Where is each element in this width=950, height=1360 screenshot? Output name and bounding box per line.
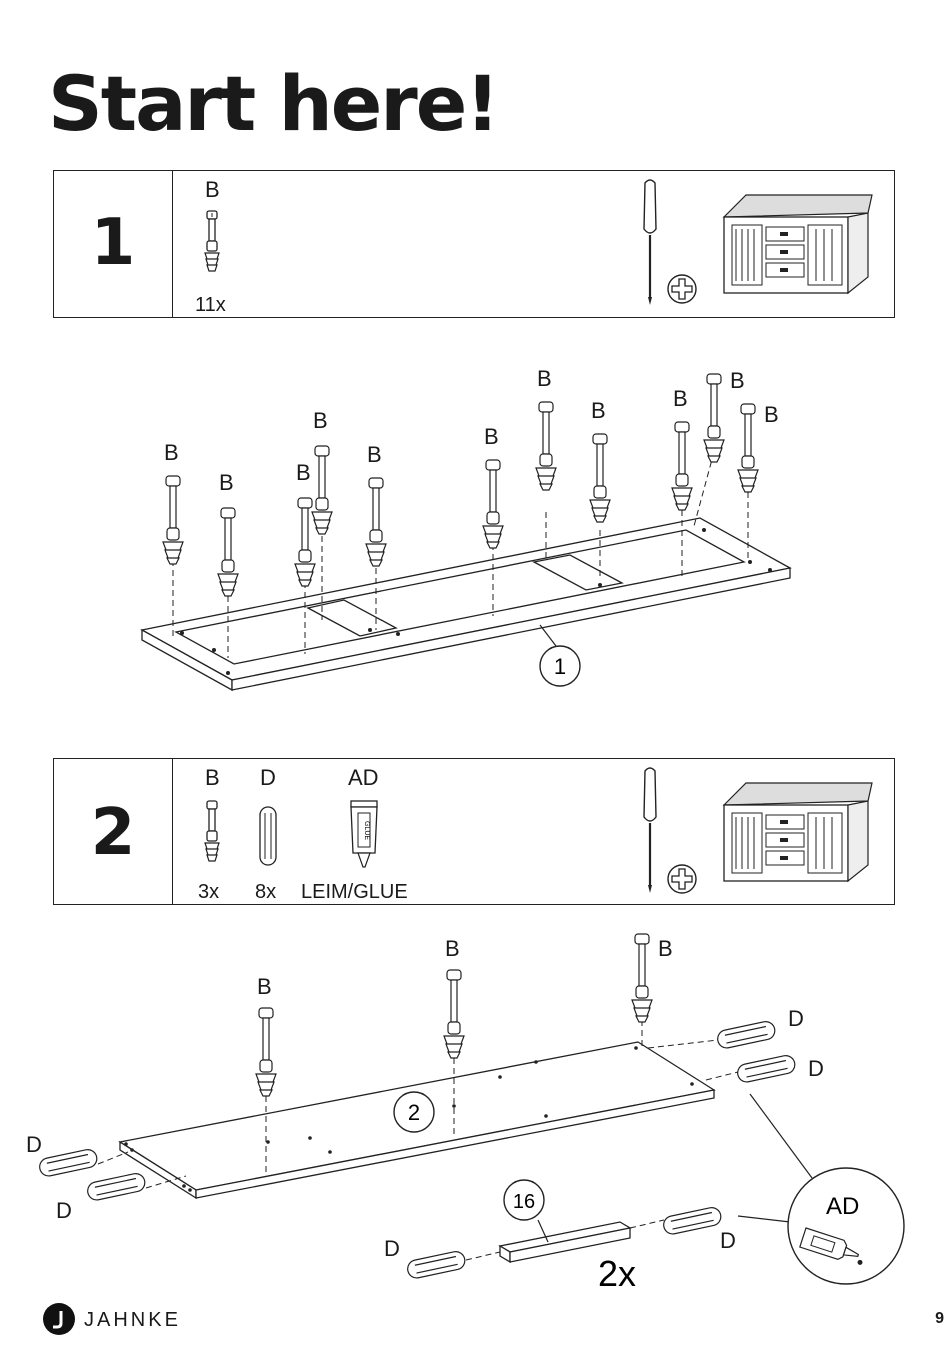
part-label-b: B — [205, 179, 220, 201]
step-number: 2 — [54, 801, 172, 865]
rail-qty: 2x — [598, 1253, 636, 1294]
step-number: 1 — [54, 211, 172, 275]
screw-label: B — [537, 366, 552, 391]
glue-label: AD — [826, 1193, 859, 1220]
screw-labels: B B B — [257, 936, 673, 999]
step-1-header: 1 B 11x — [53, 170, 895, 318]
screw-label: B — [484, 424, 499, 449]
screw-label: B — [764, 402, 779, 427]
screw-label: B — [367, 442, 382, 467]
step-number-cell: 2 — [54, 759, 173, 904]
dowel-label: D — [788, 1006, 804, 1031]
part-qty: 11x — [195, 295, 226, 315]
screw-b-icon — [202, 799, 222, 869]
part-label-ad: AD — [348, 767, 379, 789]
sideboard-preview-icon — [722, 781, 872, 889]
step-2-header: 2 B D AD GLUE 3x 8x LEIM/GLUE — [53, 758, 895, 905]
glue-tube-label: GLUE — [363, 821, 370, 840]
glue-detail-callout — [788, 1168, 904, 1284]
screw-label: B — [591, 398, 606, 423]
rail-16-label: 16 — [513, 1191, 535, 1213]
phillips-head-icon — [666, 273, 698, 305]
screwdriver-icon — [638, 767, 662, 895]
step-1-diagram: 1 B B B B B B B B B B B — [0, 340, 950, 720]
part-label-b: B — [205, 767, 220, 789]
part-label-d: D — [260, 767, 276, 789]
part-qty: 8x — [255, 882, 276, 902]
dowel-label: D — [26, 1132, 42, 1157]
screw-label: B — [296, 460, 311, 485]
screw-label: B — [313, 408, 328, 433]
dowel-d-icon — [257, 805, 279, 869]
panel-1-label: 1 — [554, 654, 566, 679]
panel-2-label: 2 — [408, 1100, 420, 1125]
dowel-label: D — [56, 1198, 72, 1223]
screw-label: B — [257, 974, 272, 999]
screw-b-icon — [202, 209, 222, 279]
screwdriver-icon — [638, 179, 662, 307]
step-2-diagram: B B B D D D D D D 16 2x 2 AD — [0, 920, 950, 1300]
part-qty: LEIM/GLUE — [301, 882, 408, 902]
screw-label: B — [658, 936, 673, 961]
sideboard-preview-icon — [722, 193, 872, 301]
page-number: 9 — [935, 1310, 944, 1328]
screw-label: B — [730, 368, 745, 393]
screw-label: B — [445, 936, 460, 961]
phillips-head-icon — [666, 863, 698, 895]
dowel-label: D — [808, 1056, 824, 1081]
screw-label: B — [164, 440, 179, 465]
page-title: Start here! — [48, 66, 498, 142]
screw-label: B — [219, 470, 234, 495]
screw-label: B — [673, 386, 688, 411]
brand-name: JAHNKE — [84, 1309, 181, 1332]
glue-tube-icon: GLUE — [348, 799, 382, 875]
dowel-label: D — [384, 1236, 400, 1261]
jahnke-logo-icon — [42, 1302, 76, 1336]
frame-panel-1 — [142, 518, 790, 690]
dowel-label: D — [720, 1228, 736, 1253]
part-qty: 3x — [198, 882, 219, 902]
step-number-cell: 1 — [54, 171, 173, 317]
